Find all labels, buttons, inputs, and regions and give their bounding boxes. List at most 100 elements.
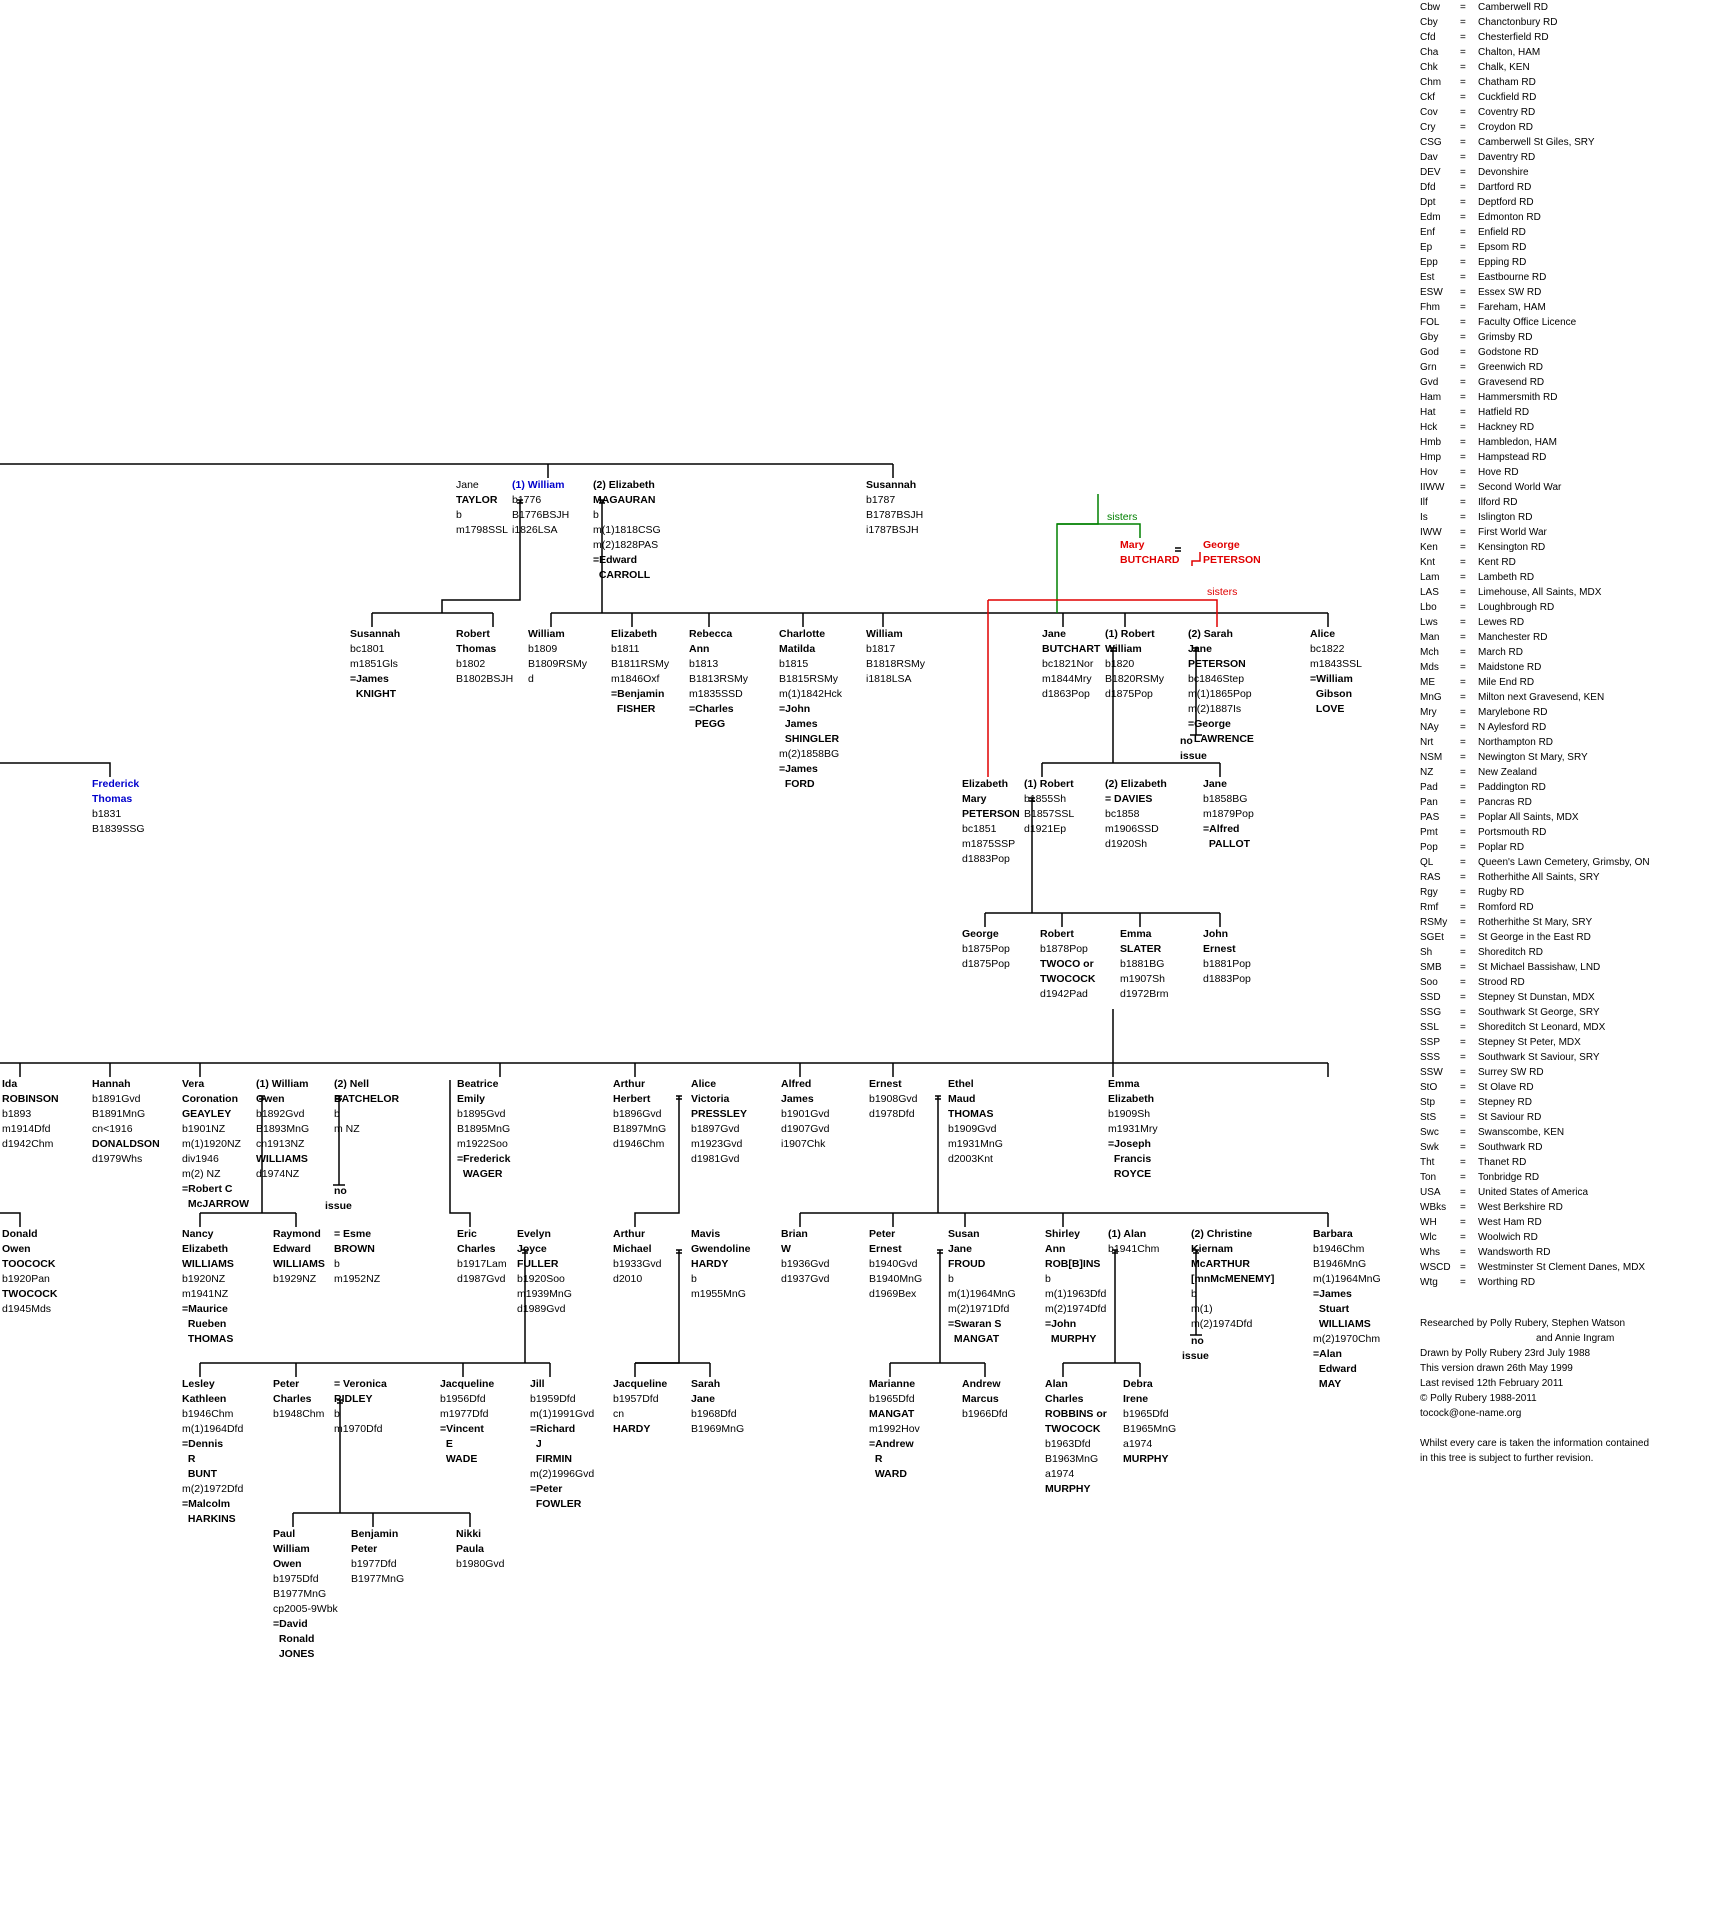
person-line: cn (613, 1408, 625, 1420)
legend-meaning: Marylebone RD (1478, 707, 1548, 718)
note-email[interactable]: tocock@one-name.org (1420, 1408, 1522, 1419)
person-line: Alan (1045, 1378, 1068, 1390)
person-line: R (869, 1453, 883, 1465)
person-line: b1946Chm (182, 1408, 234, 1420)
person-line: d1979Whs (92, 1153, 143, 1165)
legend-meaning: Stepney RD (1478, 1097, 1532, 1108)
legend-meaning: Shoreditch RD (1478, 947, 1544, 958)
person-line: b1968Dfd (691, 1408, 737, 1420)
legend-equals: = (1460, 902, 1466, 913)
legend-meaning: Lewes RD (1478, 617, 1525, 628)
person-line: m1851Gls (350, 658, 398, 670)
person-line: Elizabeth (1108, 1093, 1155, 1105)
person-line: (2) Elizabeth (593, 479, 655, 491)
person-line: Emma (1108, 1078, 1140, 1090)
legend-meaning: Greenwich RD (1478, 362, 1544, 373)
legend-equals: = (1460, 782, 1466, 793)
person-line: d1945Mds (2, 1303, 52, 1315)
person-line: B1891MnG (92, 1108, 146, 1120)
legend-meaning: Epping RD (1478, 257, 1527, 268)
person-line: b1817 (866, 643, 896, 655)
legend-abbr: IWW (1420, 527, 1442, 538)
legend-meaning: Stepney St Dunstan, MDX (1478, 992, 1595, 1003)
person-line: b1831 (92, 808, 122, 820)
legend-meaning: Croydon RD (1478, 122, 1534, 133)
legend-meaning: Devonshire (1478, 167, 1529, 178)
person-line: DONALDSON (92, 1138, 160, 1150)
person-line: TWOCO or (1040, 958, 1094, 970)
legend-meaning: Faculty Office Licence (1478, 317, 1577, 328)
legend-meaning: Grimsby RD (1478, 332, 1533, 343)
legend-equals: = (1460, 587, 1466, 598)
legend-abbr: Ilf (1420, 497, 1428, 508)
person-line: MANGAT (948, 1333, 1000, 1345)
person-line: m(2)1971Dfd (948, 1303, 1010, 1315)
person-line: B1857SSL (1024, 808, 1075, 820)
person-line: b1956Dfd (440, 1393, 486, 1405)
legend-abbr: Hov (1420, 467, 1438, 478)
person-line: W (781, 1243, 791, 1255)
legend-meaning: Shoreditch St Leonard, MDX (1478, 1022, 1606, 1033)
legend-abbr: Nrt (1420, 737, 1434, 748)
person-line: =Benjamin (611, 688, 665, 700)
legend-abbr: Swc (1420, 1127, 1439, 1138)
legend-meaning: Cuckfield RD (1478, 92, 1537, 103)
legend-meaning: Worthing RD (1478, 1277, 1536, 1288)
tag-no-issue-williams: no (334, 1185, 347, 1197)
legend-meaning: Chesterfield RD (1478, 32, 1549, 43)
legend-equals: = (1460, 1067, 1466, 1078)
legend-meaning: Chatham RD (1478, 77, 1536, 88)
legend-equals: = (1460, 167, 1466, 178)
person-line: TWOCOCK (2, 1288, 58, 1300)
person-line: d1920Sh (1105, 838, 1148, 850)
person-line: cn<1916 (92, 1123, 133, 1135)
legend-meaning: Hatfield RD (1478, 407, 1530, 418)
person-line: m(1)1991Gvd (530, 1408, 595, 1420)
person-line: Gwendoline (691, 1243, 751, 1255)
person-line: SHINGLER (779, 733, 840, 745)
legend-meaning: Manchester RD (1478, 632, 1548, 643)
person-line: m(2)1974Dfd (1191, 1318, 1253, 1330)
person-line: =Frederick (457, 1153, 511, 1165)
person-line: HARKINS (182, 1513, 236, 1525)
legend-equals: = (1460, 257, 1466, 268)
legend-abbr: Mds (1420, 662, 1439, 673)
legend-equals: = (1460, 1082, 1466, 1093)
person-line: FIRMIN (530, 1453, 572, 1465)
legend-abbr: SSL (1420, 1022, 1439, 1033)
tag-no-issue-peterson: no (1180, 735, 1193, 747)
legend-abbr: Fhm (1420, 302, 1440, 313)
person-line: THOMAS (182, 1333, 234, 1345)
person-line: BATCHELOR (334, 1093, 400, 1105)
legend-meaning: Chalton, HAM (1478, 47, 1541, 58)
person-line: John (1203, 928, 1229, 940)
person-line: b (456, 509, 462, 521)
person-line: FORD (779, 778, 815, 790)
legend-equals: = (1460, 242, 1466, 253)
legend-abbr: CSG (1420, 137, 1442, 148)
legend-equals: = (1460, 122, 1466, 133)
person-line: RIDLEY (334, 1393, 373, 1405)
person-line: i1787BSJH (866, 524, 919, 536)
legend-meaning: New Zealand (1478, 767, 1537, 778)
person-line: =Dennis (182, 1438, 224, 1450)
legend-abbr: Chk (1420, 62, 1438, 73)
legend-abbr: Stp (1420, 1097, 1436, 1108)
legend-abbr: FOL (1420, 317, 1440, 328)
person-line: Rueben (182, 1318, 227, 1330)
person-line: d2003Knt (948, 1153, 993, 1165)
person-line: d1875Pop (1105, 688, 1153, 700)
person-line: = DAVIES (1105, 793, 1153, 805)
person-line: b1966Dfd (962, 1408, 1008, 1420)
person-line: Ann (1045, 1243, 1066, 1255)
legend-equals: = (1460, 347, 1466, 358)
legend-meaning: Daventry RD (1478, 152, 1536, 163)
